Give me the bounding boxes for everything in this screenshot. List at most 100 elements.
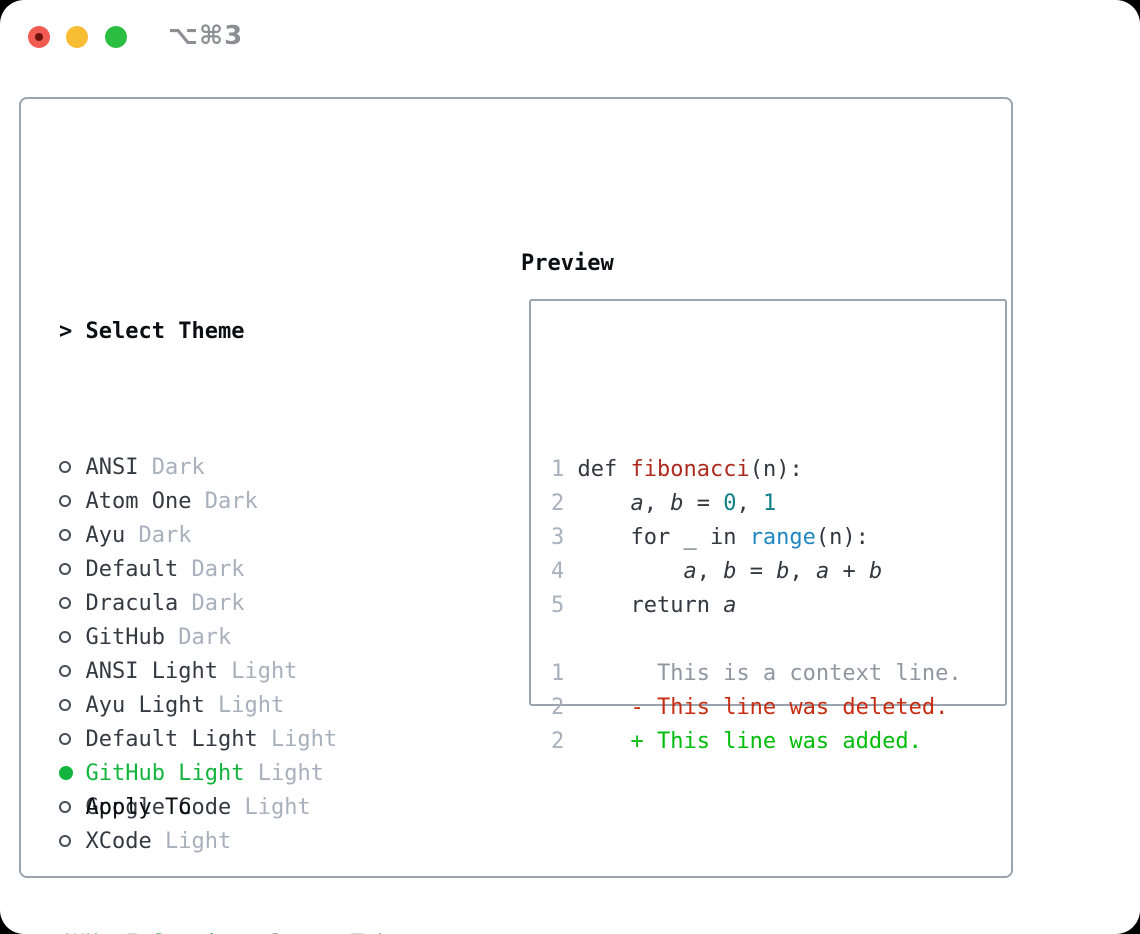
code-token: (n): <box>815 525 869 550</box>
option-label: GitHub <box>85 625 165 650</box>
theme-variant-tag: Dark <box>178 625 232 650</box>
code-line <box>551 623 962 657</box>
option-label: Ayu <box>85 523 126 548</box>
radio-icon <box>59 451 86 485</box>
radio-icon <box>59 553 86 587</box>
option-label: Dracula <box>85 591 179 616</box>
minimize-button[interactable] <box>66 26 88 48</box>
radio-icon <box>59 723 86 757</box>
radio-icon <box>59 485 86 519</box>
line-number: 5 <box>551 593 565 618</box>
code-token: b <box>723 559 737 584</box>
code-token: + This line was added. <box>577 729 922 754</box>
code-line: 5 return a <box>551 589 962 623</box>
close-button[interactable] <box>28 26 50 48</box>
option-label: ANSI Light <box>85 659 218 684</box>
code-line: 2 a, b = 0, 1 <box>551 487 962 521</box>
code-token: = <box>736 559 777 584</box>
code-token: - This line was deleted. <box>577 695 949 720</box>
line-number: 2 <box>551 729 565 754</box>
code-line: 3 for _ in range(n): <box>551 521 962 555</box>
preview-title: Preview <box>521 251 614 276</box>
radio-icon <box>59 689 86 723</box>
code-token: b <box>776 559 790 584</box>
code-token: (n): <box>749 457 803 482</box>
theme-option[interactable]: Google Code Light <box>59 791 337 825</box>
code-token: This is a context line. <box>577 661 962 686</box>
theme-variant-tag: Dark <box>191 591 245 616</box>
code-token: 1 <box>762 491 777 516</box>
code-token: range <box>749 525 816 550</box>
option-label: Default <box>85 557 179 582</box>
line-number: 4 <box>551 559 565 584</box>
focus-caret-icon: > <box>59 319 73 344</box>
code-line: 2 - This line was deleted. <box>551 691 962 725</box>
window-title: ⌥⌘3 <box>168 21 244 51</box>
code-token: b <box>868 559 883 584</box>
theme-list-header: > Select Theme <box>59 315 337 349</box>
titlebar: ⌥⌘3 <box>0 0 1140 72</box>
code-token: for _ in <box>577 525 750 550</box>
code-token: , <box>736 491 763 516</box>
code-line: 4 a, b = b, a + b <box>551 555 962 589</box>
theme-option[interactable]: Default Dark <box>59 553 337 587</box>
line-number: 3 <box>551 525 565 550</box>
option-label: GitHub Light <box>85 761 245 786</box>
theme-variant-tag: Light <box>164 829 232 854</box>
code-token: return <box>577 593 724 618</box>
code-line: 1 This is a context line. <box>551 657 962 691</box>
theme-option[interactable]: GitHub Dark <box>59 621 337 655</box>
hint-line: (Use Enter to select, Tab to <box>59 927 430 934</box>
line-number: 1 <box>551 661 565 686</box>
line-number: 1 <box>551 457 565 482</box>
theme-option[interactable]: Default Light Light <box>59 723 337 757</box>
option-label: Default Light <box>85 727 258 752</box>
theme-option[interactable]: Ayu Dark <box>59 519 337 553</box>
theme-option[interactable]: GitHub Light Light <box>59 757 337 791</box>
option-label: Atom One <box>85 489 192 514</box>
zoom-button[interactable] <box>105 26 127 48</box>
line-number: 2 <box>551 491 565 516</box>
code-token: a <box>815 559 830 584</box>
radio-icon <box>59 655 86 689</box>
option-label: XCode <box>85 829 152 854</box>
apply-to-section: Apply To User SettingsWorkspace Settings <box>59 723 324 934</box>
code-line: 2 + This line was added. <box>551 725 962 759</box>
selected-radio-icon <box>59 757 86 791</box>
code-token <box>578 491 631 516</box>
theme-option[interactable]: Ayu Light Light <box>59 689 337 723</box>
theme-option[interactable]: Dracula Dark <box>59 587 337 621</box>
radio-icon <box>59 791 86 825</box>
apply-to-header: Apply To <box>59 791 324 825</box>
option-label: Google Code <box>85 795 232 820</box>
code-token: + <box>829 559 869 584</box>
code-token: , <box>789 559 816 584</box>
code-token: a <box>723 593 737 618</box>
option-label: User Settings <box>86 931 258 934</box>
theme-option[interactable]: XCode Light <box>59 825 337 859</box>
code-token <box>578 559 684 584</box>
radio-icon <box>59 587 86 621</box>
option-label: ANSI <box>85 455 139 480</box>
radio-icon <box>59 519 86 553</box>
help-hint: (Use Enter to select, Tab to change focu… <box>59 859 430 934</box>
apply-to-option[interactable]: User Settings <box>59 927 324 934</box>
theme-option[interactable]: ANSI Light Light <box>59 655 337 689</box>
radio-icon <box>59 825 86 859</box>
apply-to-title: Apply To <box>85 795 192 820</box>
code-token: def <box>577 457 631 482</box>
code-token: b <box>670 491 684 516</box>
code-token: 0 <box>723 491 737 516</box>
theme-option[interactable]: ANSI Dark <box>59 451 337 485</box>
code-token: a <box>683 559 697 584</box>
code-token: , <box>643 491 671 516</box>
code-token: = <box>683 491 724 516</box>
theme-list-title: Select Theme <box>85 319 245 344</box>
theme-option[interactable]: Atom One Dark <box>59 485 337 519</box>
